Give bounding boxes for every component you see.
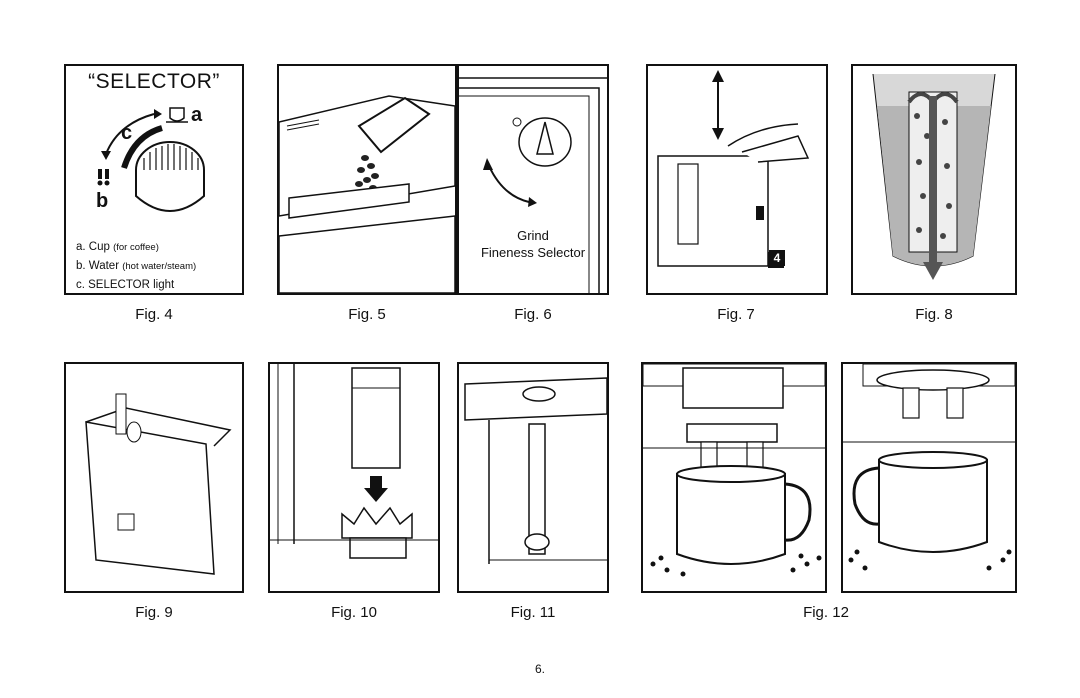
- fig4-label-b: b: [96, 190, 109, 212]
- fig9-panel: [64, 362, 244, 593]
- fig7-panel: 4: [646, 64, 828, 295]
- fig10-illustration: [270, 364, 438, 559]
- cup-icon: [166, 107, 188, 123]
- fig5-illustration: [279, 95, 455, 293]
- fig8-caption: Fig. 8: [915, 306, 953, 323]
- fig12-panel-right: [841, 362, 1017, 593]
- fig7-badge: 4: [769, 250, 785, 266]
- legend-b-sub: (hot water/steam): [122, 261, 197, 272]
- fig9-caption: Fig. 9: [135, 604, 173, 621]
- page-number: 6.: [534, 662, 545, 676]
- fig12-caption: Fig. 12: [803, 604, 849, 621]
- fig10-panel: [268, 362, 440, 593]
- legend-a-sub: (for coffee): [113, 242, 159, 253]
- fig11-panel: [457, 362, 609, 593]
- fig6-label: Grind Fineness Selector: [459, 227, 607, 261]
- fig6-label-line1: Grind: [517, 228, 549, 243]
- fig5-caption: Fig. 5: [348, 306, 386, 323]
- fig12-panel-left: [641, 362, 827, 593]
- fig4-legend: a. Cup (for coffee) b. Water (hot water/…: [76, 238, 197, 293]
- fig6-label-line2: Fineness Selector: [480, 245, 586, 260]
- fig4-panel: “SELECTOR” a c b a. Cup (f: [64, 64, 244, 295]
- fig11-illustration: [464, 377, 607, 564]
- fig4-title: “SELECTOR”: [88, 70, 220, 93]
- steam-icon: [97, 169, 110, 186]
- fig11-caption: Fig. 11: [510, 604, 556, 621]
- fig6-panel: Grind Fineness Selector: [457, 64, 609, 295]
- fig7-illustration: [657, 70, 810, 268]
- fig12-left-illustration: [643, 364, 825, 577]
- fig9-illustration: [85, 393, 232, 575]
- legend-b-main: b. Water: [76, 260, 120, 272]
- fig10-caption: Fig. 10: [331, 604, 377, 621]
- fig6-caption: Fig. 6: [514, 306, 552, 323]
- fig4-label-c: c: [121, 122, 133, 144]
- fig8-illustration: [872, 73, 996, 280]
- selector-dial-diagram: [97, 107, 205, 212]
- fig7-caption: Fig. 7: [717, 306, 755, 323]
- fig8-panel: [851, 64, 1017, 295]
- fig4-label-a: a: [191, 104, 203, 126]
- legend-a-main: a. Cup: [76, 241, 110, 253]
- fig4-caption: Fig. 4: [135, 306, 173, 323]
- fig5-panel: [277, 64, 457, 295]
- fig12-right-illustration: [843, 364, 1015, 571]
- legend-c: c. SELECTOR light: [76, 279, 175, 291]
- fig6-illustration: [459, 77, 607, 293]
